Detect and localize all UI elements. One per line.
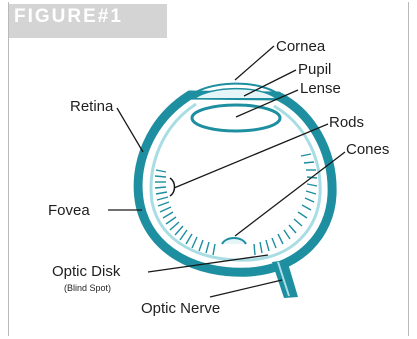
- label-pupil: Pupil: [298, 61, 331, 78]
- label-optic-disk: Optic Disk: [52, 263, 120, 280]
- label-lense: Lense: [300, 80, 341, 97]
- label-fovea: Fovea: [48, 202, 90, 219]
- cornea-inner: [195, 89, 276, 98]
- leader-retina: [117, 108, 143, 152]
- label-retina: Retina: [70, 98, 113, 115]
- label-cones: Cones: [346, 141, 389, 158]
- optic-disk-bump: [222, 238, 246, 244]
- optic-nerve: [272, 260, 298, 298]
- label-rods: Rods: [329, 114, 364, 131]
- label-cornea: Cornea: [276, 38, 325, 55]
- label-optic-nerve: Optic Nerve: [141, 300, 220, 317]
- lens: [192, 105, 280, 131]
- label-blind-spot: (Blind Spot): [64, 283, 111, 293]
- leader-optic-nerve: [210, 280, 282, 297]
- leader-cornea: [235, 46, 274, 80]
